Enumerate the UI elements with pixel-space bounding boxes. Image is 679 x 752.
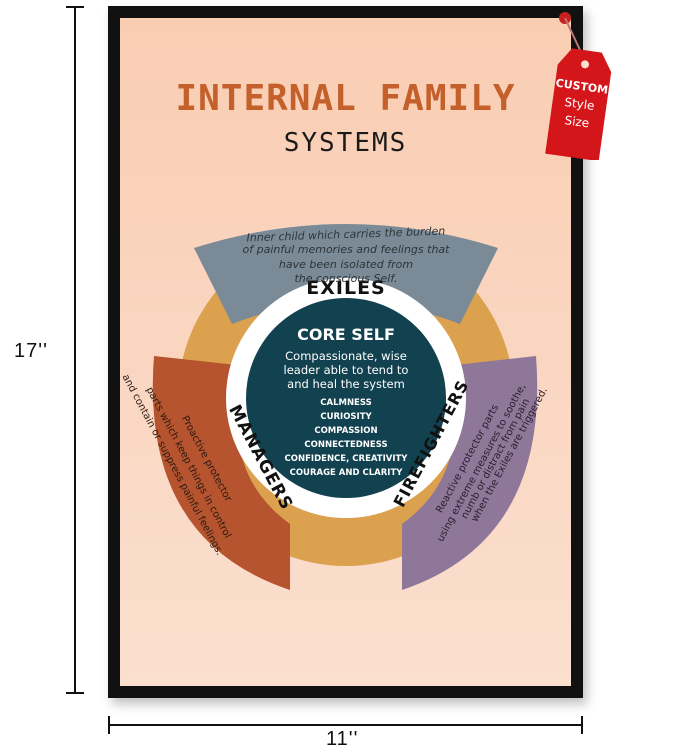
width-dimension-label: 11''	[326, 728, 359, 750]
tag-line-2: Style	[564, 95, 596, 113]
height-dimension-cap-bottom	[66, 692, 84, 694]
exiles-desc-4: the conscious Self.	[294, 272, 397, 285]
tag-string	[564, 17, 581, 51]
core-self-circle	[246, 298, 446, 498]
exiles-description: Inner child which carries the burden of …	[243, 225, 451, 285]
ifs-diagram: EXILES Inner child which carries the bur…	[120, 224, 550, 590]
tag-hole	[581, 60, 590, 69]
core-quality-3: COMPASSION	[314, 426, 377, 436]
core-quality-6: COURAGE AND CLARITY	[290, 468, 404, 478]
core-quality-4: CONNECTEDNESS	[304, 440, 387, 450]
core-self-desc-2: leader able to tend to	[284, 363, 409, 377]
height-dimension-line	[74, 6, 76, 694]
exiles-band	[194, 224, 498, 324]
managers-band	[152, 356, 290, 590]
height-dimension-label: 17''	[14, 340, 48, 362]
width-dimension-cap-left	[108, 716, 110, 734]
firefighters-band	[402, 356, 538, 590]
exiles-label: EXILES	[306, 277, 385, 299]
poster-title: INTERNAL FAMILY	[175, 78, 516, 119]
tag-line-3: Size	[564, 113, 590, 130]
core-quality-5: CONFIDENCE, CREATIVITY	[285, 454, 409, 464]
core-quality-2: CURIOSITY	[320, 412, 372, 422]
core-self-desc-3: and heal the system	[287, 377, 405, 391]
core-self-desc-1: Compassionate, wise	[285, 349, 407, 363]
core-quality-1: CALMNESS	[320, 398, 371, 408]
custom-size-tag: CUSTOM Style Size	[545, 12, 612, 160]
width-dimension-cap-right	[581, 716, 583, 734]
core-self-text: CORE SELF Compassionate, wise leader abl…	[284, 325, 409, 478]
width-dimension-line	[108, 724, 583, 726]
poster-subtitle: SYSTEMS	[283, 128, 408, 158]
core-self-title: CORE SELF	[297, 325, 395, 344]
exiles-desc-3: have been isolated from	[279, 258, 413, 271]
exiles-desc-2: of painful memories and feelings that	[243, 243, 451, 256]
height-dimension-cap-top	[66, 6, 84, 8]
tag-body	[545, 48, 612, 160]
